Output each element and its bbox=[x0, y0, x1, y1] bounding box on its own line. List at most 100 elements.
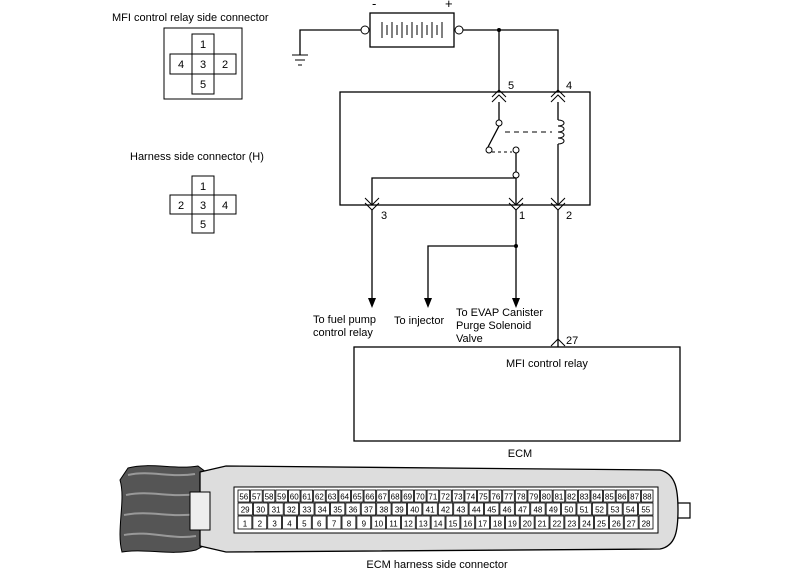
ecm-pin-cell bbox=[565, 489, 578, 503]
ecm-pin-label: 58 bbox=[265, 493, 274, 502]
ecm-pin-cell bbox=[388, 489, 402, 503]
wire-junction bbox=[497, 28, 501, 32]
ecm-pin-cell bbox=[638, 515, 654, 530]
ecm-pin-cell bbox=[519, 515, 535, 530]
ecm-pin-cell bbox=[445, 515, 461, 530]
ecm-pin-label: 20 bbox=[523, 520, 532, 529]
ecm-pin-cell bbox=[360, 502, 377, 516]
ecm-box-label: MFI control relay bbox=[506, 358, 588, 370]
ecm-pin-cell bbox=[401, 489, 414, 503]
ecm-pin-label: 63 bbox=[328, 493, 337, 502]
battery: - + bbox=[360, 0, 464, 48]
ecm-pin-label: 6 bbox=[317, 520, 322, 529]
ecm-pin-label: 36 bbox=[349, 506, 358, 515]
ecm-pin-cell bbox=[391, 502, 407, 516]
ecm-pin-cell bbox=[464, 489, 477, 503]
ecm-pin-label: 18 bbox=[493, 520, 502, 529]
ecm-pin-cell bbox=[363, 489, 377, 503]
ecm-pin-cell bbox=[253, 502, 269, 516]
ecm-pin-label: 19 bbox=[508, 520, 517, 529]
battery-cells bbox=[381, 22, 443, 38]
mfi-pin-cell bbox=[191, 73, 215, 95]
ecm-pin-cell bbox=[623, 515, 639, 530]
ecm-pin-label: 59 bbox=[277, 493, 286, 502]
ecm-pin-label: 2 bbox=[258, 520, 263, 529]
switch-contact bbox=[512, 146, 520, 154]
arrow-down-icon bbox=[424, 298, 432, 308]
switch-contact bbox=[495, 119, 503, 127]
ecm-pin-cell bbox=[561, 502, 577, 516]
ecm-pin-cell bbox=[275, 489, 288, 503]
mfi-pin-label: 5 bbox=[200, 79, 206, 91]
ecm-pin-label: 53 bbox=[611, 506, 620, 515]
ecm-pin-label: 68 bbox=[391, 493, 400, 502]
terminal-4-marker bbox=[550, 89, 566, 103]
coil-icon bbox=[557, 119, 565, 145]
mfi-pin-cell bbox=[213, 53, 237, 75]
ground-icon bbox=[292, 54, 308, 66]
ecm-pin-cell bbox=[237, 515, 253, 530]
ecm-pin-cell bbox=[490, 515, 505, 530]
wire-bundle-texture bbox=[123, 472, 197, 538]
ecm-pin-cell bbox=[386, 515, 401, 530]
ecm-pin-cell bbox=[345, 502, 361, 516]
ecm-pin-label: 10 bbox=[374, 520, 383, 529]
ecm-pin-label: 51 bbox=[580, 506, 589, 515]
ecm-pin-label: 38 bbox=[379, 506, 388, 515]
ecm-pin-cell bbox=[267, 515, 282, 530]
ecm-pin-cell bbox=[540, 489, 553, 503]
ecm-pin-label: 14 bbox=[434, 520, 443, 529]
ecm-pin-cell bbox=[351, 489, 364, 503]
ecm-pin-cell bbox=[607, 502, 623, 516]
ecm-pin-cell bbox=[314, 502, 330, 516]
ecm-pin-cell bbox=[603, 489, 616, 503]
ecm-pin-cell bbox=[401, 515, 416, 530]
ecm-pin-cell bbox=[640, 489, 654, 503]
mfi-pin-label: 4 bbox=[178, 59, 184, 71]
ecm-pin-label: 79 bbox=[529, 493, 538, 502]
ecm-pin-cell bbox=[439, 489, 452, 503]
ecm-pin-label: 7 bbox=[332, 520, 337, 529]
ecm-pin-cell bbox=[338, 489, 351, 503]
ecm-pin-label: 88 bbox=[643, 493, 652, 502]
ecm-pin-label: 56 bbox=[239, 493, 248, 502]
ecm-pin-label: 5 bbox=[302, 520, 307, 529]
ecm-pin-cell bbox=[415, 515, 431, 530]
ecm-pin-label: 37 bbox=[364, 506, 373, 515]
arrow-down-icon bbox=[512, 298, 520, 308]
ecm-pin-cell bbox=[371, 515, 386, 530]
mfi-relay-box bbox=[339, 91, 591, 206]
ecm-pin-label: 27 bbox=[566, 335, 578, 347]
ecm-pin-cell bbox=[453, 502, 469, 516]
ecm-pin-cell bbox=[437, 502, 454, 516]
connector-latch bbox=[189, 491, 211, 531]
ecm-pin-cell bbox=[326, 515, 342, 530]
battery-minus-label: - bbox=[372, 0, 376, 11]
ecm-pin-marker bbox=[550, 338, 566, 347]
ecm-pin-label: 73 bbox=[454, 493, 463, 502]
relay-output-wire bbox=[371, 177, 516, 205]
ecm-pin-cell bbox=[622, 502, 639, 516]
ecm-pin-cell bbox=[262, 489, 276, 503]
ecm-pin-cell bbox=[577, 489, 591, 503]
label-to-evap: To EVAP Canister Purge Solenoid Valve bbox=[456, 307, 546, 345]
ecm-pin-cell bbox=[460, 515, 476, 530]
ecm-pin-label: 32 bbox=[287, 506, 296, 515]
ecm-pin-label: 87 bbox=[630, 493, 639, 502]
ecm-pin-label: 69 bbox=[403, 493, 412, 502]
ecm-pin-cell bbox=[615, 489, 629, 503]
harness-pin-cell bbox=[191, 213, 215, 234]
ecm-pin-label: 55 bbox=[641, 506, 650, 515]
ecm-pin-label: 26 bbox=[612, 520, 621, 529]
ecm-pin-label: 84 bbox=[592, 493, 601, 502]
ecm-pin-label: 60 bbox=[290, 493, 299, 502]
ecm-pin-label: 82 bbox=[567, 493, 576, 502]
ecm-pin-cell bbox=[628, 489, 641, 503]
ecm-pin-label: 64 bbox=[340, 493, 349, 502]
ecm-pin-label: 43 bbox=[456, 506, 465, 515]
ecm-pin-label: 46 bbox=[503, 506, 512, 515]
ecm-pin-label: 1 bbox=[243, 520, 248, 529]
relay-terminal-1: 1 bbox=[519, 210, 525, 222]
ecm-pin-label: 34 bbox=[318, 506, 327, 515]
